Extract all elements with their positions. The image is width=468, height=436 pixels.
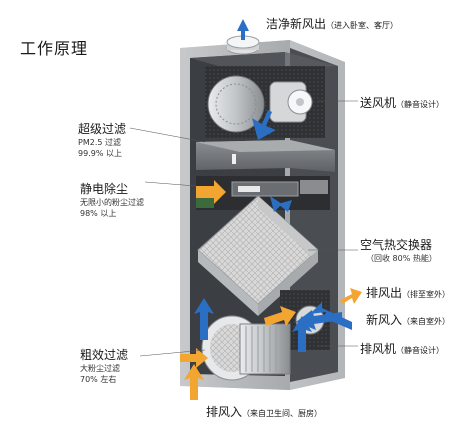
fresh-in-label: 新风入（来自室外） <box>366 311 450 328</box>
supply-fan-label: 送风机（静音设计） <box>360 94 444 111</box>
heat-exchanger-note: （回收 80% 热能） <box>366 254 437 263</box>
coarse-filter-title: 粗效过滤 <box>80 348 129 362</box>
exhaust-fan-main: 排风机 <box>360 342 397 356</box>
exhaust-out-note: （排至室外） <box>402 290 451 299</box>
supply-fan-note: （静音设计） <box>396 100 445 109</box>
super-filter-line2: 99.9% 以上 <box>78 149 122 158</box>
bottom-input-label: 排风入（来自卫生间、厨房） <box>206 403 322 420</box>
top-output-note: （进入卧室、客厅） <box>326 21 399 30</box>
coarse-filter-line2: 70% 左右 <box>80 375 117 384</box>
super-filter-title: 超级过滤 <box>78 122 127 136</box>
orange-arrows <box>180 180 362 400</box>
electrostatic-label: 静电除尘 无限小的粉尘过滤 98% 以上 <box>80 180 144 219</box>
top-output-label: 洁净新风出（进入卧室、客厅） <box>266 15 398 32</box>
page-title: 工作原理 <box>20 39 89 58</box>
super-filter-line1: PM2.5 过滤 <box>78 138 121 147</box>
top-output-main: 洁净新风出 <box>266 17 327 31</box>
coarse-filter-label: 粗效过滤 大粉尘过滤 70% 左右 <box>80 346 128 385</box>
top-duct <box>226 35 260 55</box>
super-filter-label: 超级过滤 PM2.5 过滤 99.9% 以上 <box>78 120 126 159</box>
exhaust-out-main: 排风出 <box>366 286 403 300</box>
electrostatic-line1: 无限小的粉尘过滤 <box>80 198 144 207</box>
fresh-in-note: （来自室外） <box>402 317 451 326</box>
super-filter <box>196 140 335 172</box>
coarse-filter <box>201 315 291 381</box>
electrostatic-title: 静电除尘 <box>80 182 129 196</box>
fresh-in-main: 新风入 <box>366 313 403 327</box>
bottom-input-main: 排风入 <box>206 405 243 419</box>
heat-exchanger-label: 空气热交换器 （回收 80% 热能） <box>360 236 437 264</box>
coarse-filter-line1: 大粉尘过滤 <box>80 364 120 373</box>
exhaust-fan-label: 排风机（静音设计） <box>360 340 444 357</box>
bottom-input-note: （来自卫生间、厨房） <box>242 409 323 418</box>
exhaust-out-label: 排风出（排至室外） <box>366 284 450 301</box>
electrostatic-line2: 98% 以上 <box>80 209 117 218</box>
exhaust-fan-note: （静音设计） <box>396 346 445 355</box>
heat-exchanger-core <box>197 195 319 316</box>
leader-lines <box>129 100 358 357</box>
blue-arrows <box>194 19 352 352</box>
heat-exchanger-main: 空气热交换器 <box>360 238 433 252</box>
supply-fan-main: 送风机 <box>360 96 397 110</box>
